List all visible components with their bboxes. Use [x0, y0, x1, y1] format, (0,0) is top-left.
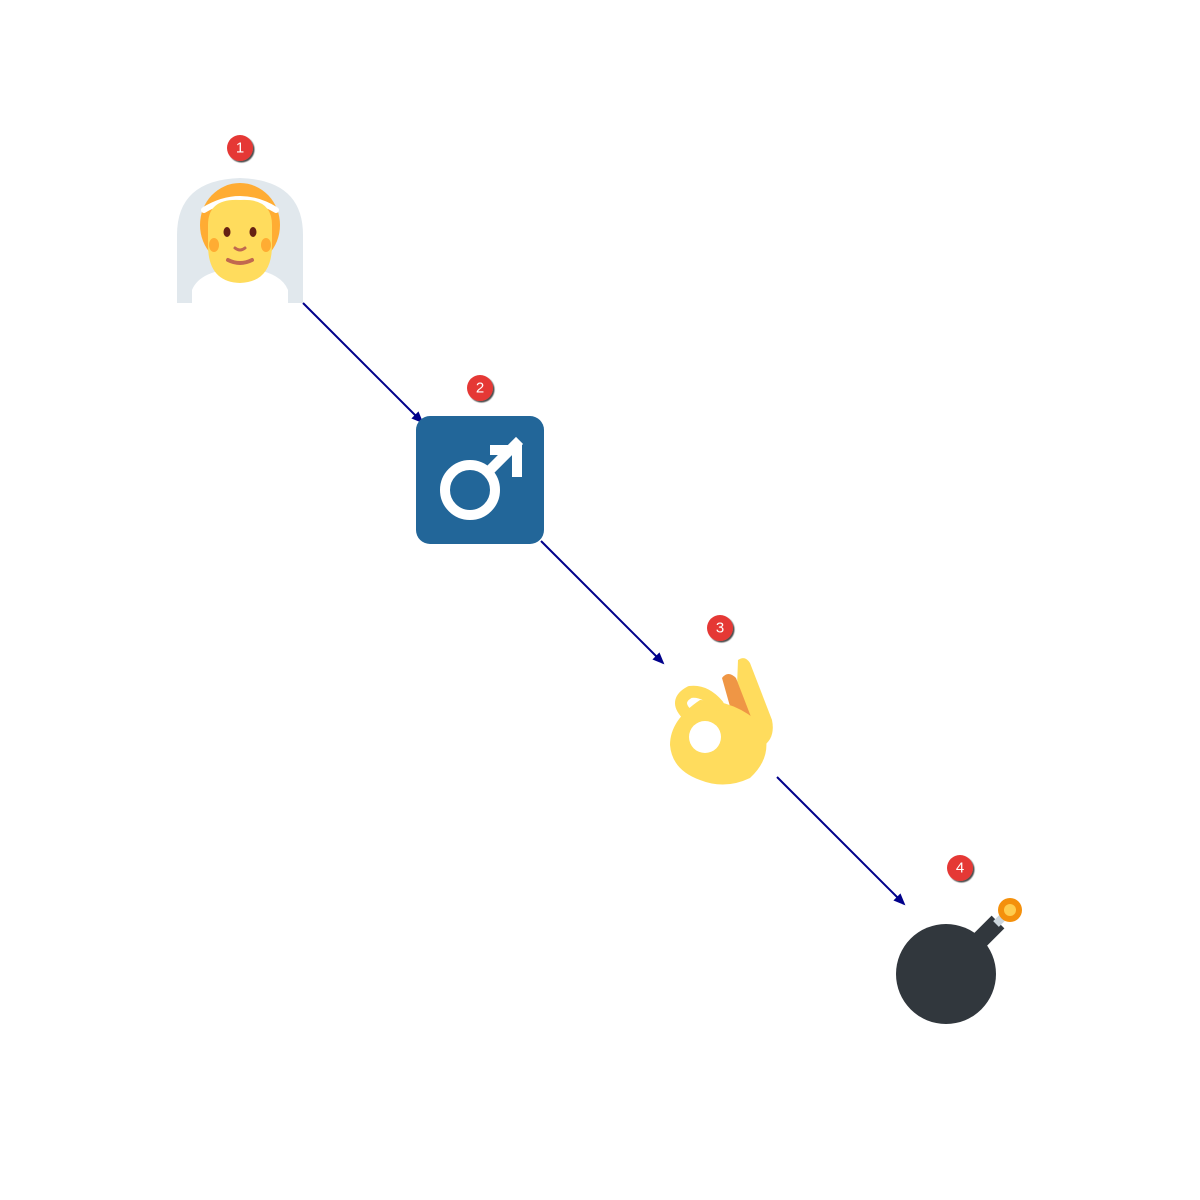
ok-hand-icon	[670, 658, 773, 785]
node-4: 4	[896, 855, 1022, 1024]
step-number: 3	[716, 620, 724, 637]
person-with-veil-icon	[177, 178, 303, 303]
node-3: 3	[670, 615, 773, 785]
step-number: 2	[476, 380, 484, 397]
connectors	[302, 302, 906, 906]
step-badge: 3	[707, 615, 733, 641]
arrow-2-to-3	[540, 540, 665, 665]
arrow-3-to-4	[776, 776, 906, 906]
step-number: 1	[236, 140, 244, 157]
node-1: 1	[177, 135, 303, 303]
step-badge: 4	[947, 855, 973, 881]
node-2: 2	[416, 375, 544, 544]
bomb-icon	[896, 898, 1022, 1024]
step-badge: 1	[227, 135, 253, 161]
male-sign-icon	[416, 416, 544, 544]
step-number: 4	[956, 860, 964, 877]
step-badge: 2	[467, 375, 493, 401]
arrow-1-to-2	[302, 302, 424, 424]
